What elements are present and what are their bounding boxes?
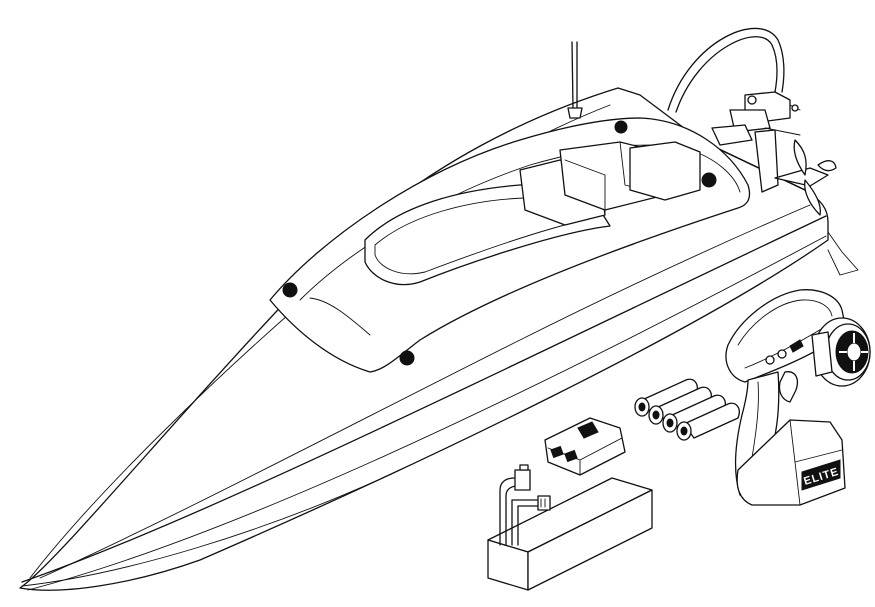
boat-keel-line [21,469,401,587]
rc-boat [19,27,859,591]
transmitter-base-edge-2 [794,461,801,506]
boat-cooling-tube [667,27,785,111]
boat-propeller [774,139,837,216]
lipo-leads [499,464,551,546]
boat-rudder-fin [827,231,859,276]
transmitter-switch-2 [777,349,787,359]
aa-battery-4 [676,402,740,441]
boat-block-edge [564,159,606,216]
charger-label [577,421,599,439]
boat-hatch-knob-3 [614,120,628,134]
battery-charger [544,417,626,476]
boat-hatch-knob-2 [399,350,415,366]
transmitter-switch-1 [765,355,775,365]
lipo-side [527,489,653,591]
boat-deck-line-right [39,204,811,579]
boat-hatch-knob-1 [282,282,298,298]
boat-chine-upper [21,215,827,583]
boat-cooling-tube-inner [675,36,778,113]
lipo-battery-pack [487,464,653,591]
transmitter-indicator [789,339,804,353]
transmitter-trigger [778,371,799,403]
boat-chine-lower [27,235,827,591]
rc-transmitter: ELITE [725,289,871,506]
charger-port-1 [550,445,564,459]
aa-batteries [634,378,740,441]
transmitter-panel-line [744,324,829,369]
transmitter-steering-wheel [811,317,871,387]
aa-battery-3 [662,394,726,433]
boat-antenna [567,41,583,119]
boat-compartment-block-3 [629,141,701,201]
boat-rudder-assembly [711,91,801,193]
charger-port-2 [564,449,578,463]
boat-hatch-knob-4 [701,172,717,188]
boat-canopy-ridge [309,297,371,336]
transmitter-head-bezel [737,299,833,346]
transmitter-logo-plate [801,459,841,491]
